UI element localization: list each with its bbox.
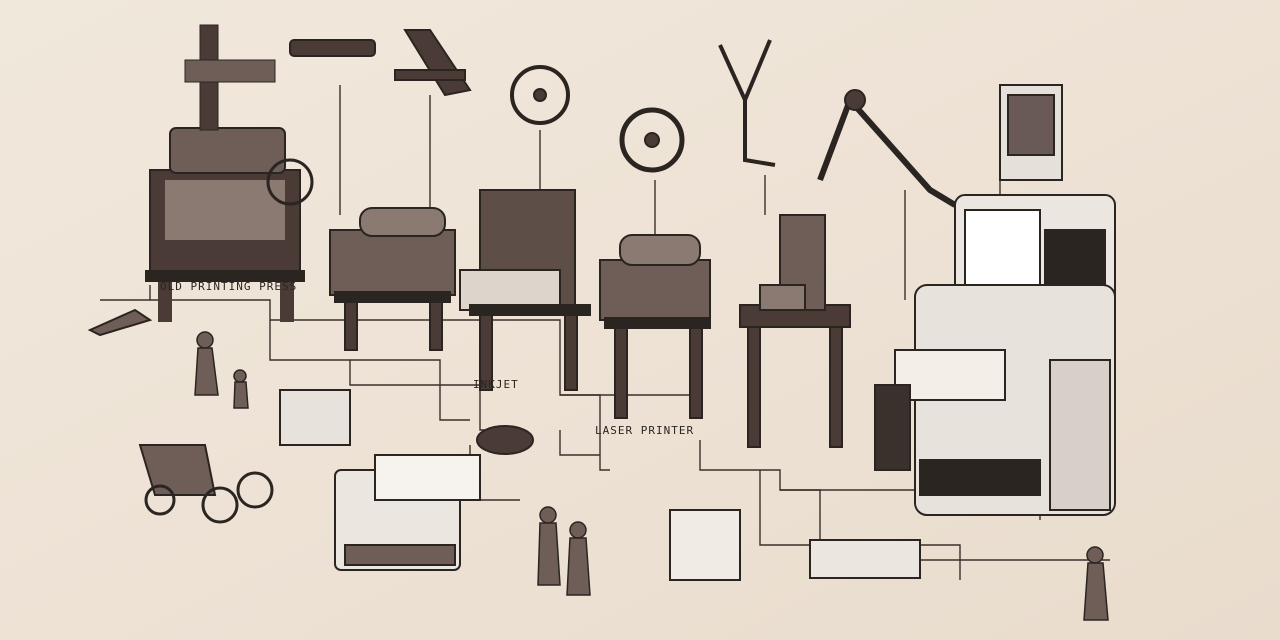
hanging-tool-icons	[289, 29, 957, 208]
label-laser-printer: LASER PRINTER	[595, 424, 694, 437]
label-old-printing-press: OLD PRINTING PRESS	[160, 280, 297, 293]
label-inkjet: INKJET	[473, 378, 519, 391]
modern-printer	[874, 84, 1116, 516]
old-printing-press	[145, 24, 314, 322]
lower-row-items	[87, 308, 921, 581]
press-row	[329, 189, 851, 448]
people-figures	[194, 331, 1109, 621]
